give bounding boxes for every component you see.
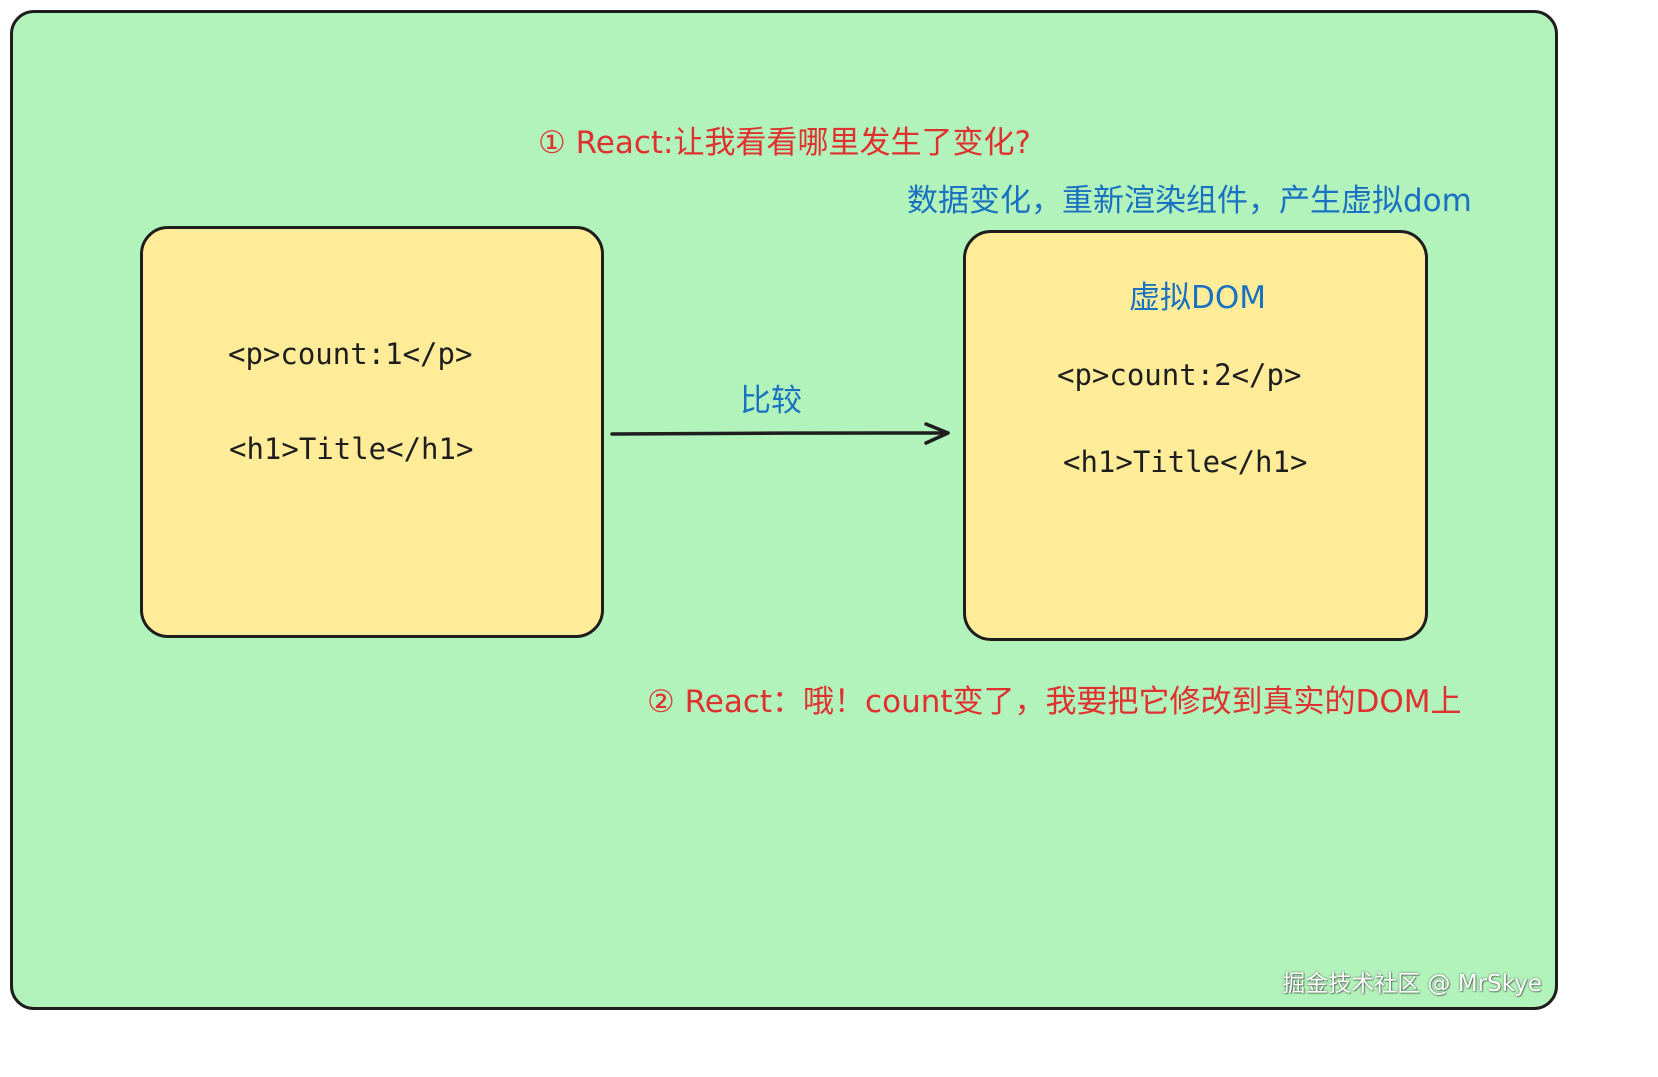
step-one-note: ① React:让我看看哪里发生了变化? [538, 125, 1031, 161]
rerender-note: 数据变化，重新渲染组件，产生虚拟dom [907, 183, 1472, 219]
compare-arrow [610, 422, 950, 445]
compare-arrow-shaft [610, 431, 950, 436]
watermark: 掘金技术社区 @ MrSkye [1282, 971, 1542, 997]
old-dom-line-p: <p>count:1</p> [228, 337, 473, 371]
old-dom-box [140, 226, 604, 638]
old-dom-line-h1: <h1>Title</h1> [229, 432, 474, 466]
virtual-dom-line-p: <p>count:2</p> [1057, 358, 1302, 392]
virtual-dom-box [963, 230, 1428, 641]
compare-arrow-head [924, 422, 950, 445]
virtual-dom-title: 虚拟DOM [1129, 280, 1267, 316]
virtual-dom-line-h1: <h1>Title</h1> [1063, 445, 1308, 479]
compare-label: 比较 [740, 383, 802, 419]
step-two-note: ② React：哦！count变了，我要把它修改到真实的DOM上 [647, 684, 1462, 720]
